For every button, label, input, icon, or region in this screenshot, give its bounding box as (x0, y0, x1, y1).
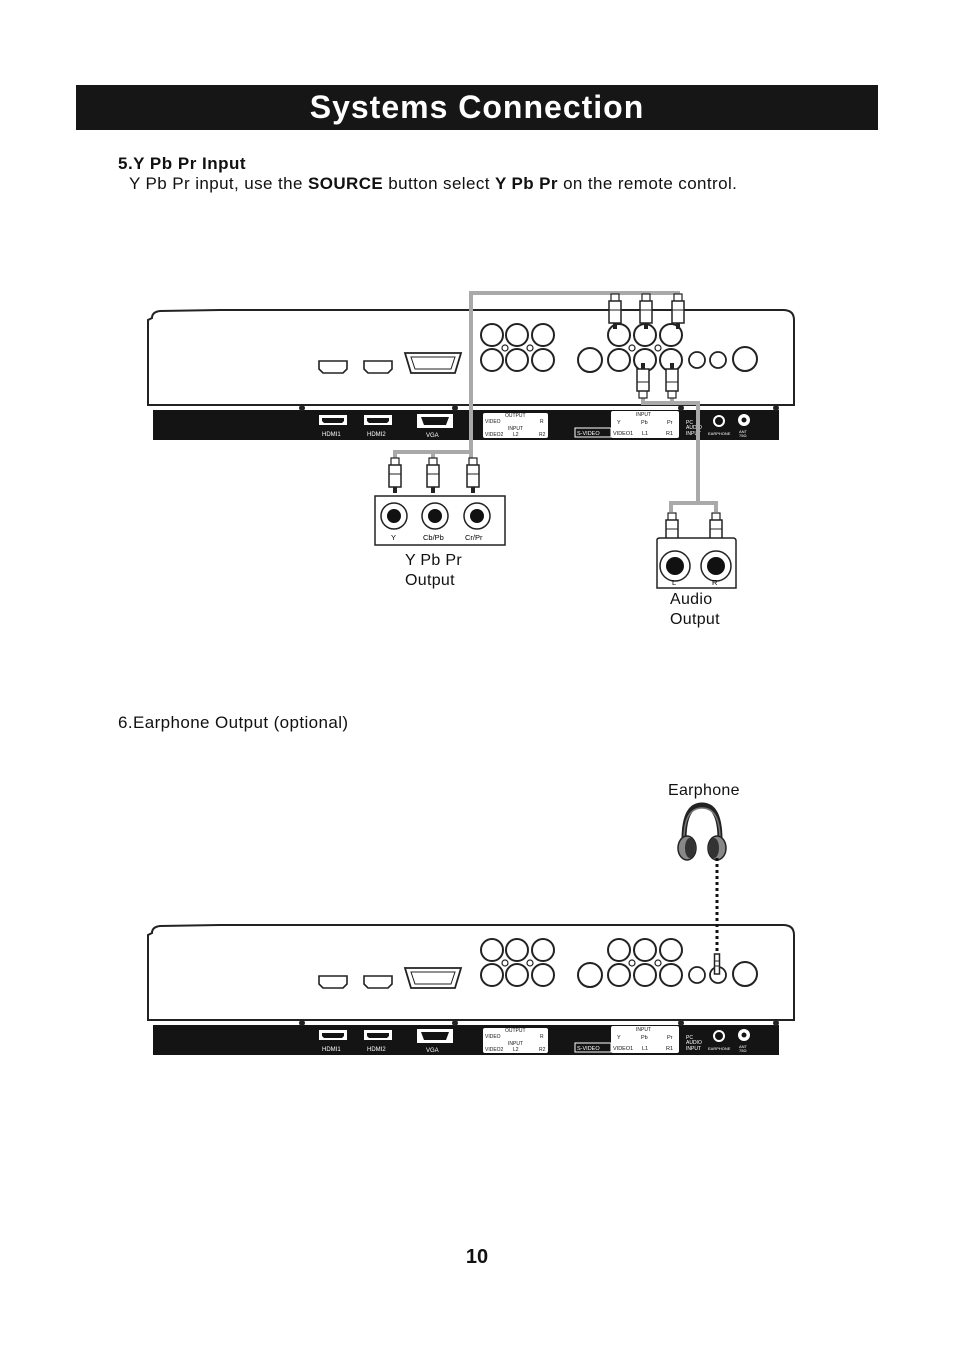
svg-text:VIDEO1: VIDEO1 (613, 1046, 633, 1052)
svg-text:VGA: VGA (426, 1048, 439, 1054)
svg-text:PC: PC (686, 420, 693, 426)
plug-pr (671, 293, 685, 330)
earphone-label: Earphone (668, 782, 740, 799)
tv-back-panel-2: HDMI1 HDMI2 VGA OUTPUT VIDEO R INPUT VID… (148, 925, 794, 1055)
plug-box-y (388, 457, 402, 494)
title-bar: Systems Connection (76, 85, 878, 130)
svg-text:ANT: ANT (739, 429, 748, 434)
plug-box-cb (426, 457, 440, 494)
panel-1-labels: HDMI1 HDMI2 VGA OUTPUT VIDEO R INPUT VID… (322, 412, 748, 439)
plug-y (608, 293, 622, 330)
svg-text:75Ω: 75Ω (739, 1048, 746, 1053)
svg-text:AUDIO: AUDIO (686, 425, 702, 431)
svg-text:AUDIO: AUDIO (686, 1040, 702, 1046)
svg-text:L2: L2 (513, 432, 519, 438)
desc-text-3: on the remote control. (557, 174, 738, 193)
svg-text:VGA: VGA (426, 433, 439, 439)
svg-text:PC: PC (686, 1035, 693, 1041)
svg-text:INPUT: INPUT (636, 412, 651, 418)
page-title: Systems Connection (309, 89, 645, 125)
svg-text:Y: Y (391, 533, 396, 542)
svg-text:Y: Y (617, 1035, 621, 1041)
section-6-heading: 6.Earphone Output (optional) (118, 713, 349, 732)
svg-text:VIDEO2: VIDEO2 (485, 1047, 504, 1053)
svg-text:Pb: Pb (641, 1035, 648, 1041)
plug-audio-r (665, 362, 679, 399)
plug-pb (639, 293, 653, 330)
svg-text:Y: Y (617, 420, 621, 426)
svg-text:EARPHONE: EARPHONE (708, 1046, 731, 1051)
svg-text:75Ω: 75Ω (739, 433, 746, 438)
svg-text:R: R (712, 578, 718, 587)
desc-text-1: Y Pb Pr input, use the (129, 174, 308, 193)
svg-text:Cr/Pr: Cr/Pr (465, 533, 483, 542)
svg-text:Pb: Pb (641, 420, 648, 426)
svg-text:INPUT: INPUT (508, 426, 523, 432)
svg-text:Cb/Pb: Cb/Pb (423, 533, 444, 542)
svg-text:Pr: Pr (667, 1035, 673, 1041)
svg-text:OUTPUT: OUTPUT (505, 1028, 526, 1034)
svg-text:L: L (672, 578, 676, 587)
audio-output-box: L R (656, 537, 737, 589)
svg-text:INPUT: INPUT (636, 1027, 651, 1033)
source-keyword: SOURCE (308, 174, 384, 193)
ypbpr-output-box: Y Cb/Pb Cr/Pr (374, 495, 506, 546)
svg-text:S-VIDEO: S-VIDEO (577, 1046, 600, 1052)
svg-text:HDMI2: HDMI2 (367, 432, 386, 438)
svg-text:R2: R2 (539, 1047, 546, 1053)
ypbpr-keyword: Y Pb Pr (494, 174, 558, 193)
svg-text:L2: L2 (513, 1047, 519, 1053)
earphone-plug (713, 953, 721, 975)
plug-box-cr (466, 457, 480, 494)
svg-text:HDMI2: HDMI2 (367, 1047, 386, 1053)
svg-text:Pr: Pr (667, 420, 673, 426)
svg-text:ANT: ANT (739, 1044, 748, 1049)
section-5-description: Y Pb Pr input, use the SOURCE button sel… (129, 174, 737, 194)
plug-audio-l (636, 362, 650, 399)
svg-text:HDMI1: HDMI1 (322, 432, 341, 438)
section-5-heading: 5.Y Pb Pr Input (118, 154, 247, 173)
svg-text:EARPHONE: EARPHONE (708, 431, 731, 436)
svg-text:L1: L1 (642, 1046, 648, 1052)
headphones-icon (677, 802, 727, 861)
svg-text:L1: L1 (642, 431, 648, 437)
svg-text:S-VIDEO: S-VIDEO (577, 431, 600, 437)
svg-text:INPUT: INPUT (686, 431, 701, 437)
svg-text:VIDEO1: VIDEO1 (613, 431, 633, 437)
svg-text:R: R (540, 1034, 544, 1040)
svg-text:INPUT: INPUT (508, 1041, 523, 1047)
svg-text:HDMI1: HDMI1 (322, 1047, 341, 1053)
svg-text:VIDEO: VIDEO (485, 1034, 501, 1040)
desc-text-2: button select (383, 174, 495, 193)
page-number: 10 (465, 1246, 489, 1268)
svg-text:OUTPUT: OUTPUT (505, 413, 526, 419)
svg-text:INPUT: INPUT (686, 1046, 701, 1052)
svg-text:VIDEO2: VIDEO2 (485, 432, 504, 438)
svg-text:R2: R2 (539, 432, 546, 438)
svg-text:R1: R1 (666, 1046, 673, 1052)
svg-text:R: R (540, 419, 544, 425)
svg-text:R1: R1 (666, 431, 673, 437)
svg-text:VIDEO: VIDEO (485, 419, 501, 425)
